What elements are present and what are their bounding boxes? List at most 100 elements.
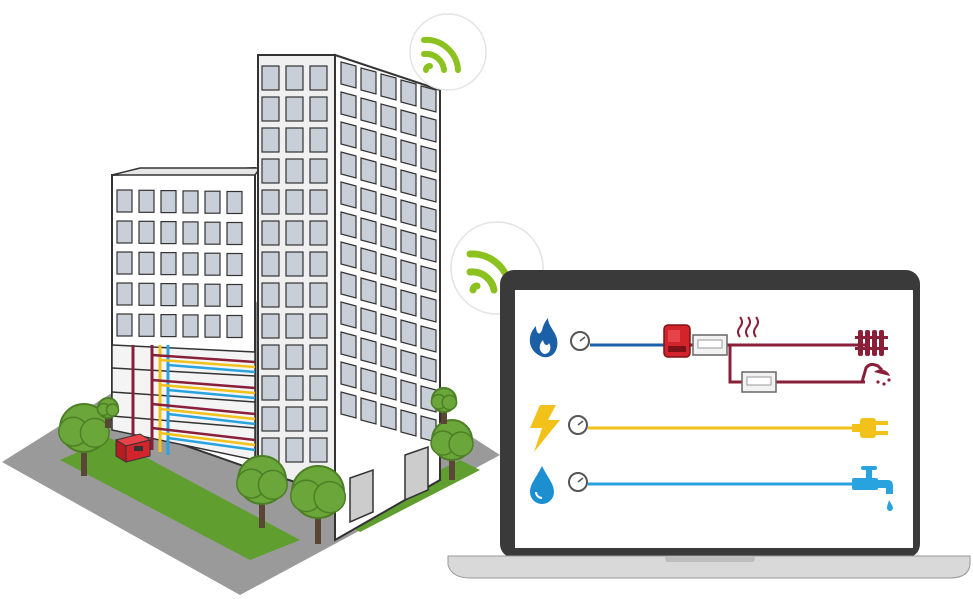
window [420,325,437,353]
window [380,403,397,431]
window [360,277,377,305]
window [400,379,417,407]
heat-waves-icon [737,316,759,338]
gauge-icon [570,331,590,351]
window [285,313,304,339]
window [340,181,357,209]
entrance-door [349,468,374,524]
tree [289,465,347,544]
window [261,313,280,339]
window [400,409,417,437]
grass-strip [60,438,300,560]
window [285,344,304,370]
window [360,97,377,125]
window [340,61,357,89]
window [261,65,280,91]
window [261,96,280,122]
window [261,251,280,277]
window [420,295,437,323]
window [360,337,377,365]
window [400,79,417,107]
window [380,283,397,311]
window [226,283,243,308]
window [309,65,328,91]
shower-icon [860,362,891,386]
lightning-icon [530,405,560,452]
window [261,127,280,153]
window [160,314,177,338]
window [160,221,177,245]
window [400,169,417,197]
power-plug-icon [852,418,888,438]
window [285,158,304,184]
window [400,109,417,137]
window [261,158,280,184]
window [204,252,221,276]
window [285,406,304,432]
window [182,190,199,214]
window [380,253,397,281]
window [400,139,417,167]
window [226,190,243,215]
low-building [111,166,262,472]
window [309,96,328,122]
laptop [447,270,971,579]
utility-floors [111,344,256,463]
water-tap-icon [852,466,893,511]
window [400,349,417,377]
window [340,391,357,419]
window [160,190,177,214]
window [138,282,155,306]
window [340,301,357,329]
window [226,252,243,277]
window [309,282,328,308]
window [182,283,199,307]
window [285,437,304,463]
water-line [530,466,893,511]
window [138,251,155,275]
window [285,127,304,153]
window [400,229,417,257]
window [309,313,328,339]
window [380,133,397,161]
window [138,313,155,337]
window [285,96,304,122]
window [309,158,328,184]
radiator-icon [855,330,888,356]
window [360,157,377,185]
boiler-icon [114,433,152,463]
gas-heating-line [529,316,891,393]
window [380,223,397,251]
window [340,241,357,269]
window [309,406,328,432]
trees [58,387,474,544]
window [138,220,155,244]
window [261,220,280,246]
window [340,211,357,239]
window [309,375,328,401]
window [420,235,437,263]
window [309,251,328,277]
window [261,344,280,370]
tree [96,397,120,428]
window [360,187,377,215]
window [340,271,357,299]
window [204,314,221,338]
window [182,221,199,245]
tower-windows-left [261,65,328,463]
window [340,331,357,359]
tall-tower [257,53,441,542]
window [226,221,243,246]
window [285,189,304,215]
window [420,145,437,173]
window [380,73,397,101]
laptop-base [447,555,971,579]
heat-meter-icon [692,334,728,356]
low-building-windows [116,189,243,339]
window [261,282,280,308]
window [204,283,221,307]
gauge-icon [568,415,588,435]
window [204,190,221,214]
window [285,251,304,277]
window [204,221,221,245]
